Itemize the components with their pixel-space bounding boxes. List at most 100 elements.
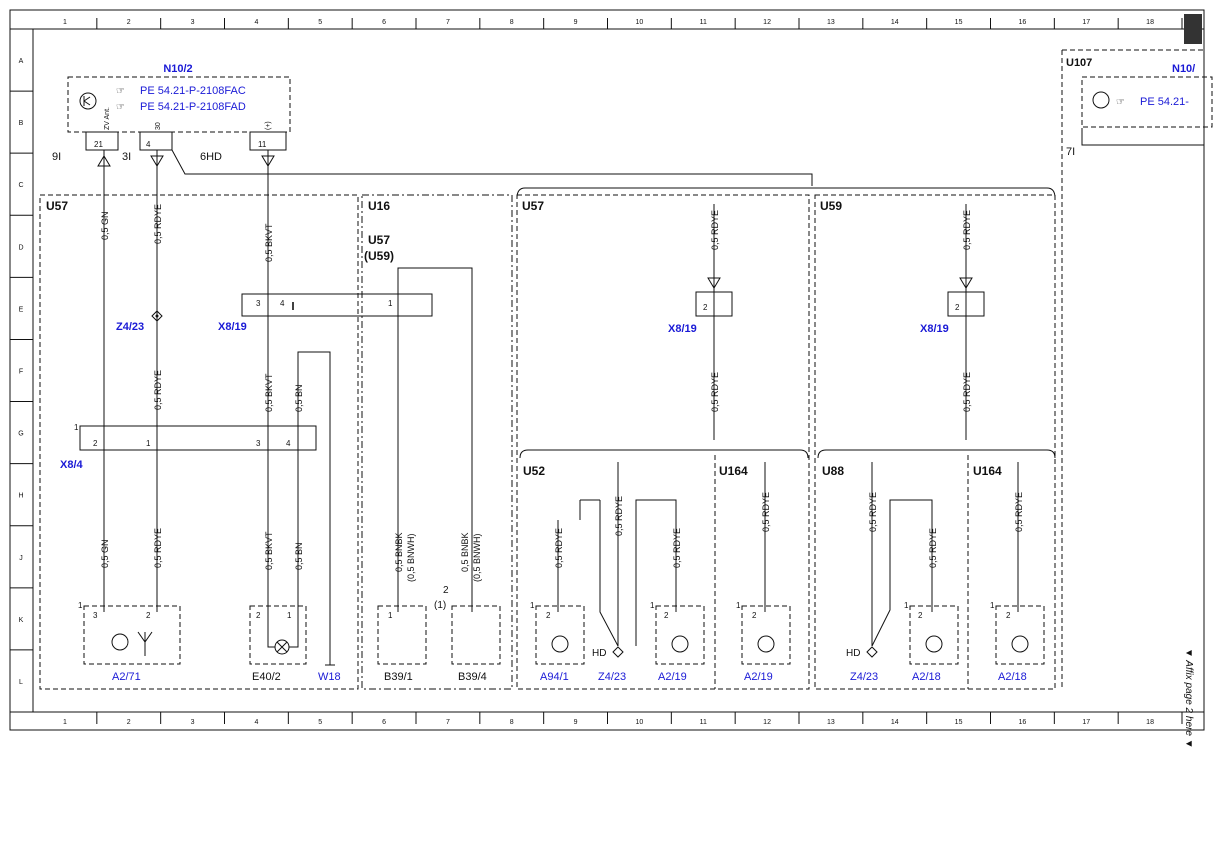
- splice-z4-23-a-icon: [612, 646, 624, 658]
- column-label: 4: [254, 19, 258, 26]
- svg-text:1: 1: [78, 601, 83, 610]
- column-label: 13: [827, 719, 835, 726]
- svg-text:2: 2: [664, 611, 669, 620]
- component-a2-18-a[interactable]: 1 2 A2/18: [904, 601, 959, 683]
- svg-text:2: 2: [93, 439, 98, 448]
- column-label: 8: [510, 19, 514, 26]
- wire-rdye-u88-2: 0,5 RDYE: [928, 528, 938, 568]
- wire-rdye-u57-label-2: 0,5 RDYE: [710, 372, 720, 412]
- splice-z4-23-label[interactable]: Z4/23: [116, 321, 144, 333]
- transistor-icon: [79, 92, 97, 110]
- module-u57-left-label: U57: [46, 199, 68, 213]
- wire-bn-label-2: 0,5 BN: [294, 542, 304, 570]
- ecu-u107[interactable]: U107 N10/ ☞ PE 54.21- 7I: [1066, 57, 1213, 158]
- ecu-right-name: N10/: [1172, 63, 1195, 75]
- component-b39-4[interactable]: B39/4: [451, 605, 501, 683]
- component-b39-1[interactable]: 1 B39/1: [377, 605, 427, 683]
- ecu-ref-2[interactable]: PE 54.21-P-2108FAD: [140, 101, 246, 113]
- wire-gn-label-upper: 0,5 GN: [100, 211, 110, 240]
- transistor-icon: [1092, 91, 1110, 109]
- pin-4-signal: 30: [155, 122, 162, 130]
- svg-text:3: 3: [256, 299, 261, 308]
- wire-bnbk-label-2: 0,5 BNBK: [460, 532, 470, 572]
- connector-x8-19-label[interactable]: X8/19: [218, 321, 247, 333]
- module-u16-box: [361, 194, 513, 690]
- column-label: 10: [636, 19, 644, 26]
- ecu-ref-1[interactable]: PE 54.21-P-2108FAC: [140, 85, 246, 97]
- column-label: 10: [636, 719, 644, 726]
- component-a2-19-a[interactable]: 1 2 A2/19: [650, 601, 705, 683]
- pin-11-box: [249, 131, 287, 151]
- component-z4-23-b-label[interactable]: Z4/23: [850, 671, 878, 683]
- transistor-icon: [757, 635, 775, 653]
- hand-pointer-icon: ☞: [116, 86, 125, 97]
- wire-bnwh-label-1: (0,5 BNWH): [406, 533, 416, 582]
- component-a2-19-b[interactable]: 1 2 A2/19: [736, 601, 791, 683]
- row-label: H: [18, 493, 23, 500]
- row-label: B: [19, 120, 24, 127]
- svg-text:1: 1: [146, 439, 151, 448]
- ecu-n10-2[interactable]: N10/2 ☞ PE 54.21-P-2108FAC ☞ PE 54.21-P-…: [52, 63, 291, 163]
- svg-text:2: 2: [752, 611, 757, 620]
- wire-rdye-u164-a: 0,5 RDYE: [761, 492, 771, 532]
- pin-4-label: 4: [146, 140, 151, 149]
- connector-x8-4-label[interactable]: X8/4: [60, 459, 84, 471]
- column-label: 16: [1019, 719, 1027, 726]
- svg-text:1: 1: [990, 601, 995, 610]
- connector-x8-19-a-label[interactable]: X8/19: [668, 323, 697, 335]
- column-label: 18: [1146, 719, 1154, 726]
- pin-21-box: [85, 131, 119, 151]
- svg-text:3: 3: [256, 439, 261, 448]
- svg-text:4: 4: [286, 439, 291, 448]
- component-a2-18-a-label: A2/18: [912, 671, 941, 683]
- alt-pin-number: 2: [443, 585, 449, 596]
- pin-11-ref: 6HD: [200, 151, 222, 163]
- module-u107-label: U107: [1066, 57, 1092, 69]
- svg-text:1: 1: [736, 601, 741, 610]
- component-a2-71[interactable]: 1 3 2 A2/71: [78, 601, 181, 683]
- column-label: 11: [700, 19, 707, 26]
- component-z4-23-a-label[interactable]: Z4/23: [598, 671, 626, 683]
- connector-x8-19-strip: [241, 293, 433, 317]
- affix-page-note: ▼ Affix page 2 here ▼: [1183, 648, 1194, 749]
- svg-text:1: 1: [74, 423, 79, 432]
- column-label: 2: [127, 719, 131, 726]
- row-label: D: [18, 244, 23, 251]
- ecu-n10-2-name: N10/2: [163, 63, 192, 75]
- hd-label-a: HD: [592, 648, 606, 659]
- column-label: 6: [382, 719, 386, 726]
- column-label: 12: [763, 19, 771, 26]
- svg-text:2: 2: [546, 611, 551, 620]
- component-a2-18-b-label: A2/18: [998, 671, 1027, 683]
- svg-text:3: 3: [93, 611, 98, 620]
- component-w18-label[interactable]: W18: [318, 671, 341, 683]
- column-label: 18: [1146, 19, 1154, 26]
- column-label: 9: [574, 19, 578, 26]
- wire-bkvt-label-1: 0,5 BKVT: [264, 223, 274, 262]
- column-label: 17: [1082, 19, 1090, 26]
- component-e40-2-label: E40/2: [252, 671, 281, 683]
- wire-rdye-u52-3: 0,5 RDYE: [672, 528, 682, 568]
- component-a2-18-b[interactable]: 1 2 A2/18: [990, 601, 1045, 683]
- row-label: K: [19, 617, 24, 624]
- pin-11-signal: (+): [265, 121, 272, 130]
- pin-11-label: 11: [258, 140, 267, 149]
- transistor-icon: [925, 635, 943, 653]
- component-e40-2[interactable]: 2 1 E40/2: [249, 605, 307, 683]
- antenna-icon: [137, 631, 153, 656]
- wire-rdye-u59-label-2: 0,5 RDYE: [962, 372, 972, 412]
- pin-21-label: 21: [94, 140, 103, 149]
- connector-x8-19-b-label[interactable]: X8/19: [920, 323, 949, 335]
- wire-bn-label-1: 0,5 BN: [294, 384, 304, 412]
- column-label: 7: [446, 719, 450, 726]
- column-label: 2: [127, 19, 131, 26]
- wire-bn: [297, 351, 331, 665]
- pin-21-signal: ZV Ant.: [104, 107, 111, 130]
- component-b39-1-label: B39/1: [384, 671, 413, 683]
- column-label: 3: [191, 19, 195, 26]
- column-label: 9: [574, 719, 578, 726]
- component-a94-1[interactable]: 1 2 A94/1: [530, 601, 585, 683]
- ecu-right-ref[interactable]: PE 54.21-: [1140, 96, 1189, 108]
- component-b39-4-label: B39/4: [458, 671, 487, 683]
- column-label: 4: [254, 719, 258, 726]
